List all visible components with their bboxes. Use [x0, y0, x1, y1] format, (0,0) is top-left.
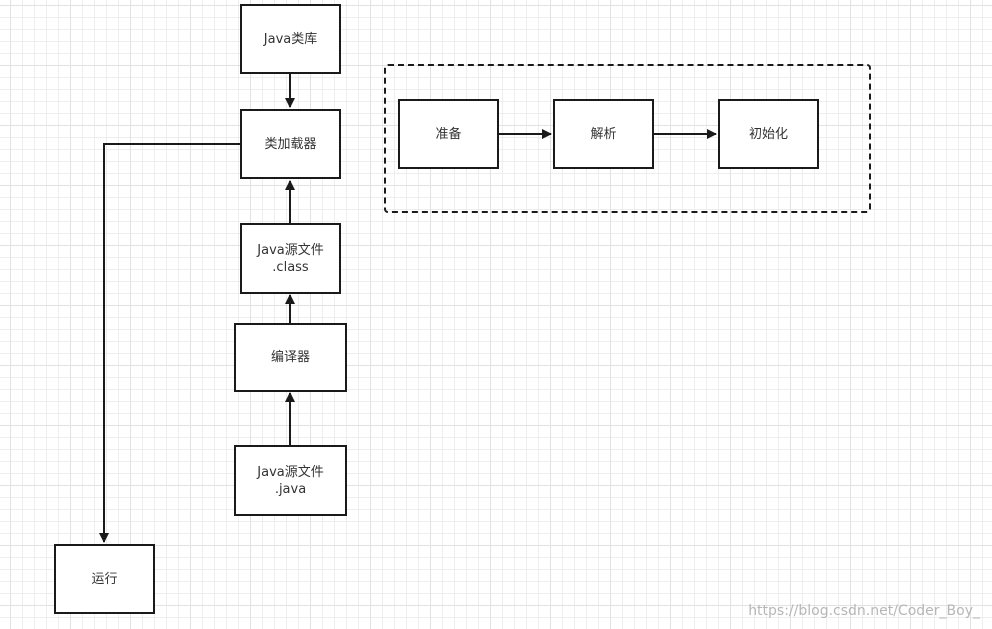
node-run-label: 运行 — [91, 571, 118, 587]
node-java-library-label: Java类库 — [263, 31, 318, 47]
node-initialize: 初始化 — [718, 99, 819, 169]
node-java-source: Java源文件 .java — [234, 445, 347, 516]
node-compiler-label: 编译器 — [270, 350, 310, 365]
linking-group — [384, 64, 871, 213]
node-run: 运行 — [54, 544, 155, 614]
node-java-library: Java类库 — [240, 4, 341, 74]
node-resolve: 解析 — [553, 99, 654, 169]
arrow-loader-to-run — [99, 143, 240, 543]
watermark-text: https://blog.csdn.net/Coder_Boy_ — [748, 603, 980, 619]
node-class-loader-label: 类加载器 — [264, 136, 317, 152]
node-class-source: Java源文件 .class — [240, 223, 341, 294]
node-initialize-label: 初始化 — [748, 126, 788, 142]
node-class-source-line2: .class — [272, 259, 309, 275]
node-java-source-line1: Java源文件 — [257, 464, 324, 480]
node-class-loader: 类加载器 — [240, 109, 341, 179]
node-compiler: 编译器 — [234, 323, 347, 392]
node-java-source-line2: .java — [274, 481, 307, 497]
node-prepare-label: 准备 — [435, 126, 462, 142]
node-resolve-label: 解析 — [590, 126, 617, 142]
node-class-source-line1: Java源文件 — [257, 242, 324, 258]
node-prepare: 准备 — [398, 99, 499, 169]
